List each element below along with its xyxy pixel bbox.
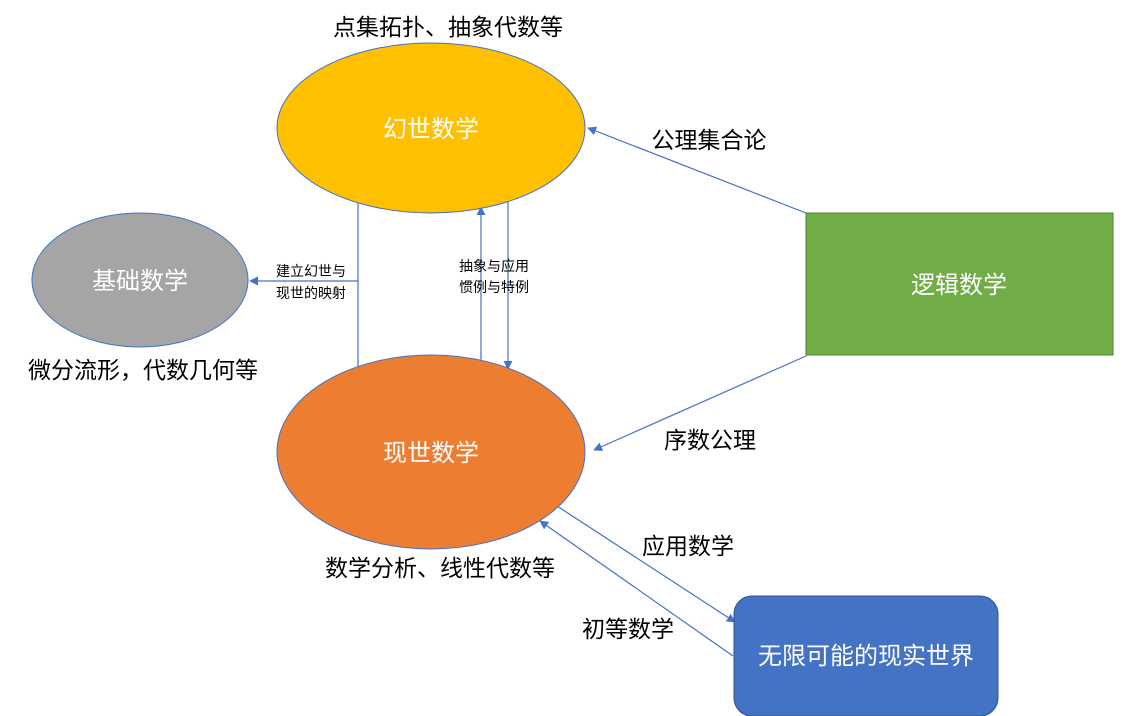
edge-label-ordinal-axioms: 序数公理 bbox=[664, 428, 756, 454]
foundation-math-label: 基础数学 bbox=[92, 267, 188, 295]
edge-label-elementary-math: 初等数学 bbox=[582, 617, 674, 643]
edge-label-applied-math: 应用数学 bbox=[642, 534, 734, 560]
node-foundation-math: 基础数学 bbox=[31, 212, 249, 348]
foundation-examples-text: 微分流形，代数几何等 bbox=[28, 358, 258, 384]
edges bbox=[249, 126, 807, 657]
node-fantasy-math: 幻世数学 bbox=[276, 42, 586, 214]
node-real-math: 现世数学 bbox=[276, 354, 586, 550]
real-math-label: 现世数学 bbox=[383, 439, 479, 467]
logic-math-shape bbox=[805, 212, 1114, 356]
edge-label-mapping-line1: 建立幻世与 bbox=[276, 264, 346, 280]
edge-world-to-real bbox=[539, 520, 734, 657]
edge-label-abstraction-line1: 抽象与应用 bbox=[459, 258, 529, 275]
foundation-math-shape bbox=[31, 212, 249, 348]
edge-label-mapping-line2: 现世的映射 bbox=[276, 286, 346, 302]
edge-real-to-world bbox=[556, 505, 736, 623]
edge-logic-to-fantasy bbox=[587, 126, 807, 214]
fantasy-math-label: 幻世数学 bbox=[383, 115, 479, 143]
edge-label-abstraction-line2: 惯例与特例 bbox=[459, 279, 529, 296]
real-math-shape bbox=[276, 354, 586, 550]
real-examples-text: 数学分析、线性代数等 bbox=[325, 556, 555, 582]
real-world-label: 无限可能的现实世界 bbox=[758, 642, 974, 670]
edge-label-axiomatic-set-theory: 公理集合论 bbox=[652, 128, 767, 154]
logic-math-label: 逻辑数学 bbox=[911, 271, 1007, 299]
edge-logic-to-real bbox=[593, 355, 807, 451]
node-real-world: 无限可能的现实世界 bbox=[733, 595, 999, 716]
real-world-shape bbox=[733, 595, 999, 716]
node-logic-math: 逻辑数学 bbox=[805, 212, 1114, 356]
fantasy-math-shape bbox=[276, 42, 586, 214]
fantasy-examples-text: 点集拓扑、抽象代数等 bbox=[333, 15, 563, 41]
